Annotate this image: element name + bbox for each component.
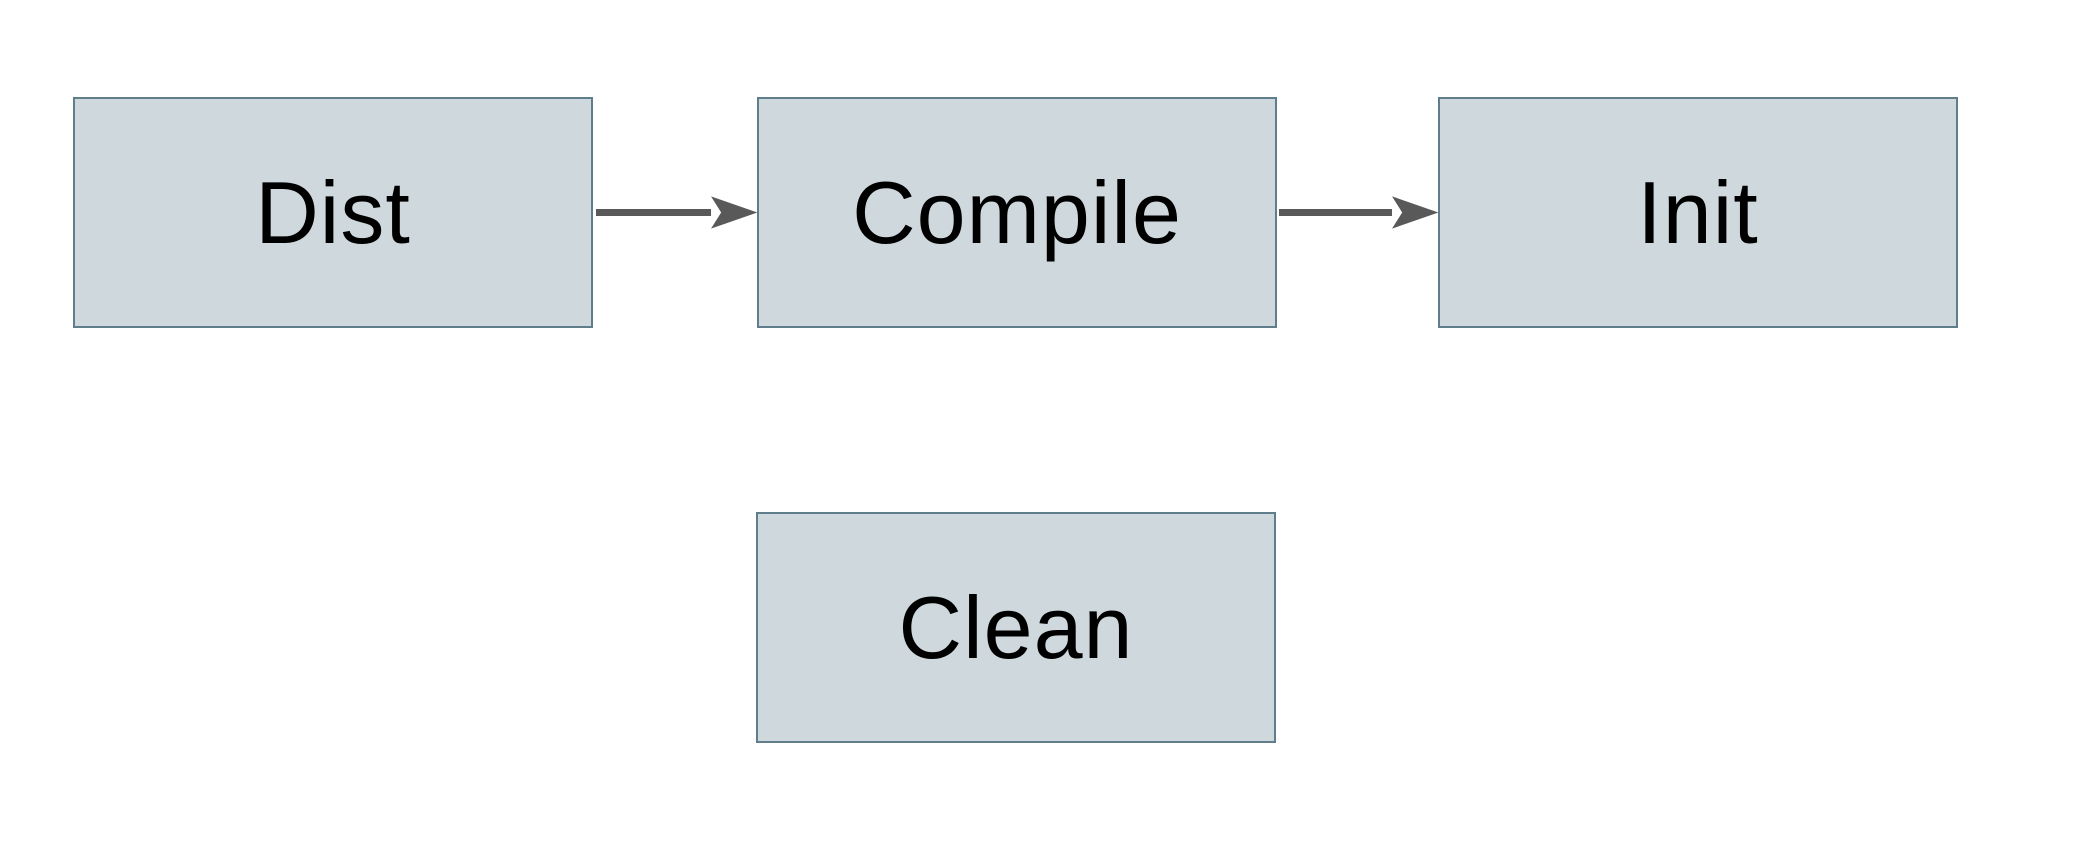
- node-compile-label: Compile: [852, 162, 1182, 262]
- node-init[interactable]: Init: [1438, 97, 1958, 328]
- node-clean[interactable]: Clean: [756, 512, 1276, 743]
- node-dist-label: Dist: [255, 162, 411, 262]
- node-dist[interactable]: Dist: [73, 97, 593, 328]
- node-clean-label: Clean: [898, 577, 1134, 677]
- node-init-label: Init: [1637, 162, 1759, 262]
- node-compile[interactable]: Compile: [757, 97, 1277, 328]
